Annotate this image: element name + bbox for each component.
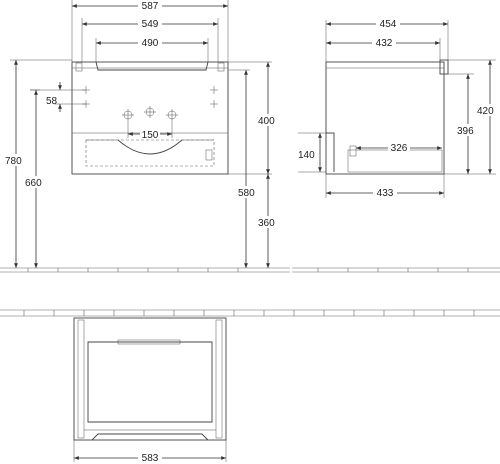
front-mount-markers — [82, 86, 218, 108]
dim-583: 583 — [142, 453, 159, 464]
dim-549: 549 — [142, 19, 159, 30]
plan-view: 583 — [0, 309, 500, 464]
dim-780: 780 — [5, 156, 22, 167]
front-right-tab — [217, 62, 225, 72]
front-cabinet-outline — [71, 61, 229, 175]
dim-150: 150 — [142, 130, 159, 141]
dim-326: 326 — [391, 143, 408, 154]
plan-right-panel — [215, 319, 223, 439]
front-drawer-box — [85, 139, 215, 167]
dim-432: 432 — [376, 38, 393, 49]
dim-490: 490 — [142, 38, 159, 49]
front-view: 587 549 490 58 150 400 580 — [0, 0, 290, 273]
front-siphon-cutout — [117, 139, 183, 155]
dim-400: 400 — [258, 116, 275, 127]
plan-cabinet-outline — [73, 317, 227, 441]
front-handle — [95, 61, 209, 71]
dim-580: 580 — [238, 188, 255, 199]
front-left-tab — [75, 62, 83, 72]
plan-back-handle — [117, 339, 181, 345]
plan-left-panel — [77, 319, 85, 439]
side-view: 454 432 420 396 326 140 433 — [292, 18, 500, 273]
side-top-tab — [439, 59, 449, 75]
dim-360: 360 — [258, 218, 275, 229]
plan-front-handle — [91, 433, 209, 441]
dim-420: 420 — [477, 106, 494, 117]
dim-58: 58 — [46, 96, 58, 107]
plan-wall — [0, 309, 500, 317]
plan-drawer — [87, 341, 213, 423]
dim-587: 587 — [142, 1, 159, 12]
dim-433: 433 — [377, 188, 394, 199]
front-right-handle — [205, 149, 213, 161]
side-floor — [292, 267, 500, 273]
dim-660: 660 — [25, 178, 42, 189]
side-cabinet-outline — [325, 61, 445, 175]
dim-140: 140 — [298, 150, 315, 161]
dim-396: 396 — [457, 126, 474, 137]
front-tap-holes — [122, 106, 178, 121]
front-floor — [0, 267, 290, 273]
dim-454: 454 — [380, 19, 397, 30]
